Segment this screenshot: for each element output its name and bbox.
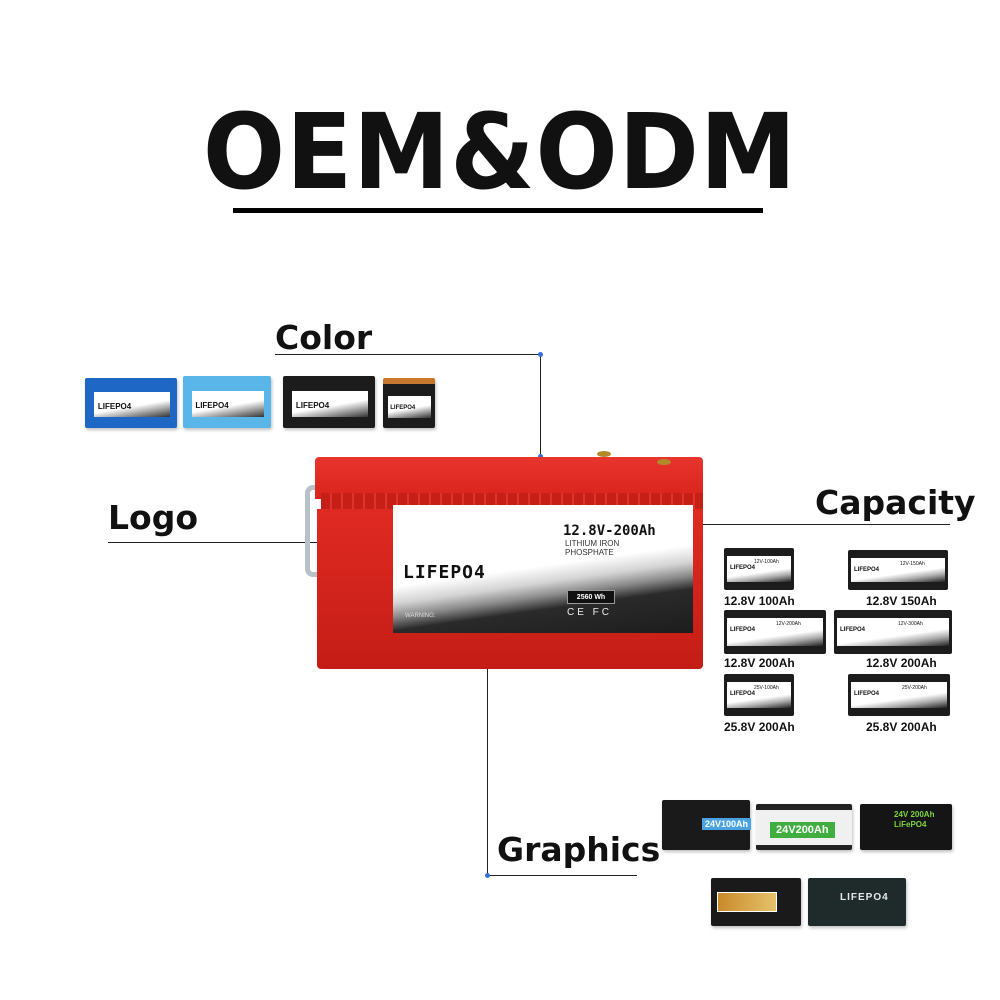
battery-brand: LIFEPO4 xyxy=(195,400,229,410)
color-leader-dot-top xyxy=(538,352,543,357)
page-title: OEM&ODM xyxy=(202,91,798,213)
battery-spec: 12V-150Ah xyxy=(900,561,925,567)
graphics-label: Graphics xyxy=(497,830,661,869)
capacity-option-battery[interactable]: LIFEPO4 12V-300Ah xyxy=(834,610,952,654)
capacity-option-label: 12.8V 200Ah xyxy=(724,656,795,670)
graphics-option-battery[interactable] xyxy=(711,878,801,926)
battery-lid xyxy=(315,457,703,499)
graphics-option-text: 24V100Ah xyxy=(702,818,752,830)
battery-label-panel xyxy=(292,390,368,417)
graphics-option-text: 24V 200Ah LiFePO4 xyxy=(894,810,935,829)
color-option-blue[interactable]: LIFEPO4 xyxy=(85,378,177,428)
capacity-option-battery[interactable]: LIFEPO4 25V-100Ah xyxy=(724,674,794,716)
logo-leader-h xyxy=(108,542,448,543)
battery-brand: LIFEPO4 xyxy=(295,400,330,410)
battery-spec: 12V-100Ah xyxy=(754,559,779,565)
battery-label-panel xyxy=(851,558,945,582)
color-leader-h xyxy=(275,354,541,355)
battery-label-panel xyxy=(727,618,823,646)
color-option-black[interactable]: LIFEPO4 xyxy=(283,376,375,428)
battery-label-panel xyxy=(191,390,264,417)
battery-brand: LIFEPO4 xyxy=(97,402,132,411)
color-option-black-orange[interactable]: LIFEPO4 xyxy=(383,378,435,428)
graphics-leader-v xyxy=(487,628,488,876)
battery-brand: LIFEPO4 xyxy=(840,627,866,633)
graphics-option-battery[interactable]: 24V100Ah xyxy=(662,800,752,850)
graphics-option-text: LIFEPO4 xyxy=(840,892,889,903)
battery-label-panel xyxy=(717,892,777,912)
battery-spec: 25V-200Ah xyxy=(902,685,927,691)
battery-energy-badge: 2560 Wh xyxy=(567,590,615,604)
battery-label-panel xyxy=(727,682,791,708)
battery-warning: WARNING: xyxy=(405,613,436,619)
battery-brand: LIFEPO4 xyxy=(730,565,756,571)
main-battery: LIFEPO4 12.8V-200Ah LITHIUM IRON PHOSPHA… xyxy=(305,445,710,675)
battery-label-panel xyxy=(94,392,170,417)
capacity-option-battery[interactable]: LIFEPO4 12V-100Ah xyxy=(724,548,794,590)
graphics-leader-dot-bottom xyxy=(485,873,490,878)
battery-label-panel xyxy=(727,556,791,582)
capacity-option-battery[interactable]: LIFEPO4 12V-200Ah xyxy=(724,610,826,654)
battery-label-panel xyxy=(837,618,949,646)
battery-terminal xyxy=(657,459,671,465)
battery-spec: 12V-200Ah xyxy=(776,621,801,627)
battery-brand: LIFEPO4 xyxy=(730,627,756,633)
battery-energy: 2560 Wh xyxy=(576,594,606,601)
battery-brand-logo: LIFEPO4 xyxy=(403,562,486,583)
color-label: Color xyxy=(275,318,373,357)
color-leader-v xyxy=(540,354,541,456)
battery-spec: 25V-100Ah xyxy=(754,685,779,691)
battery-label-panel xyxy=(393,505,693,633)
battery-brand: LIFEPO4 xyxy=(390,405,416,412)
capacity-option-label: 12.8V 150Ah xyxy=(866,594,937,608)
graphics-leader-h xyxy=(487,875,637,876)
capacity-option-battery[interactable]: LIFEPO4 25V-200Ah xyxy=(848,674,950,716)
color-option-light-blue[interactable]: LIFEPO4 xyxy=(183,376,271,428)
capacity-option-label: 25.8V 200Ah xyxy=(724,720,795,734)
battery-chemistry: LITHIUM IRON PHOSPHATE xyxy=(565,539,620,557)
battery-spec: 12.8V-200Ah xyxy=(563,523,656,539)
battery-certifications: CE FC xyxy=(567,607,612,618)
capacity-option-label: 25.8V 200Ah xyxy=(866,720,937,734)
battery-label-panel xyxy=(388,396,431,419)
title-underline xyxy=(233,208,763,213)
battery-brand: LIFEPO4 xyxy=(854,567,880,573)
battery-spec: 12V-300Ah xyxy=(898,621,923,627)
graphics-option-battery[interactable]: 24V200Ah xyxy=(756,804,852,850)
capacity-option-battery[interactable]: LIFEPO4 12V-150Ah xyxy=(848,550,948,590)
battery-brand: LIFEPO4 xyxy=(854,691,880,697)
graphics-option-battery[interactable]: 24V 200Ah LiFePO4 xyxy=(860,804,952,850)
color-leader-dot xyxy=(538,454,543,459)
capacity-leader-h xyxy=(610,524,950,525)
capacity-option-label: 12.8V 200Ah xyxy=(866,656,937,670)
battery-terminal xyxy=(597,451,611,457)
graphics-option-battery[interactable]: LIFEPO4 xyxy=(808,878,906,926)
logo-label: Logo xyxy=(108,498,198,537)
graphics-option-text: 24V200Ah xyxy=(770,822,835,838)
capacity-label: Capacity xyxy=(815,483,976,522)
battery-brand: LIFEPO4 xyxy=(730,691,756,697)
battery-label-panel xyxy=(851,682,947,708)
capacity-option-label: 12.8V 100Ah xyxy=(724,594,795,608)
